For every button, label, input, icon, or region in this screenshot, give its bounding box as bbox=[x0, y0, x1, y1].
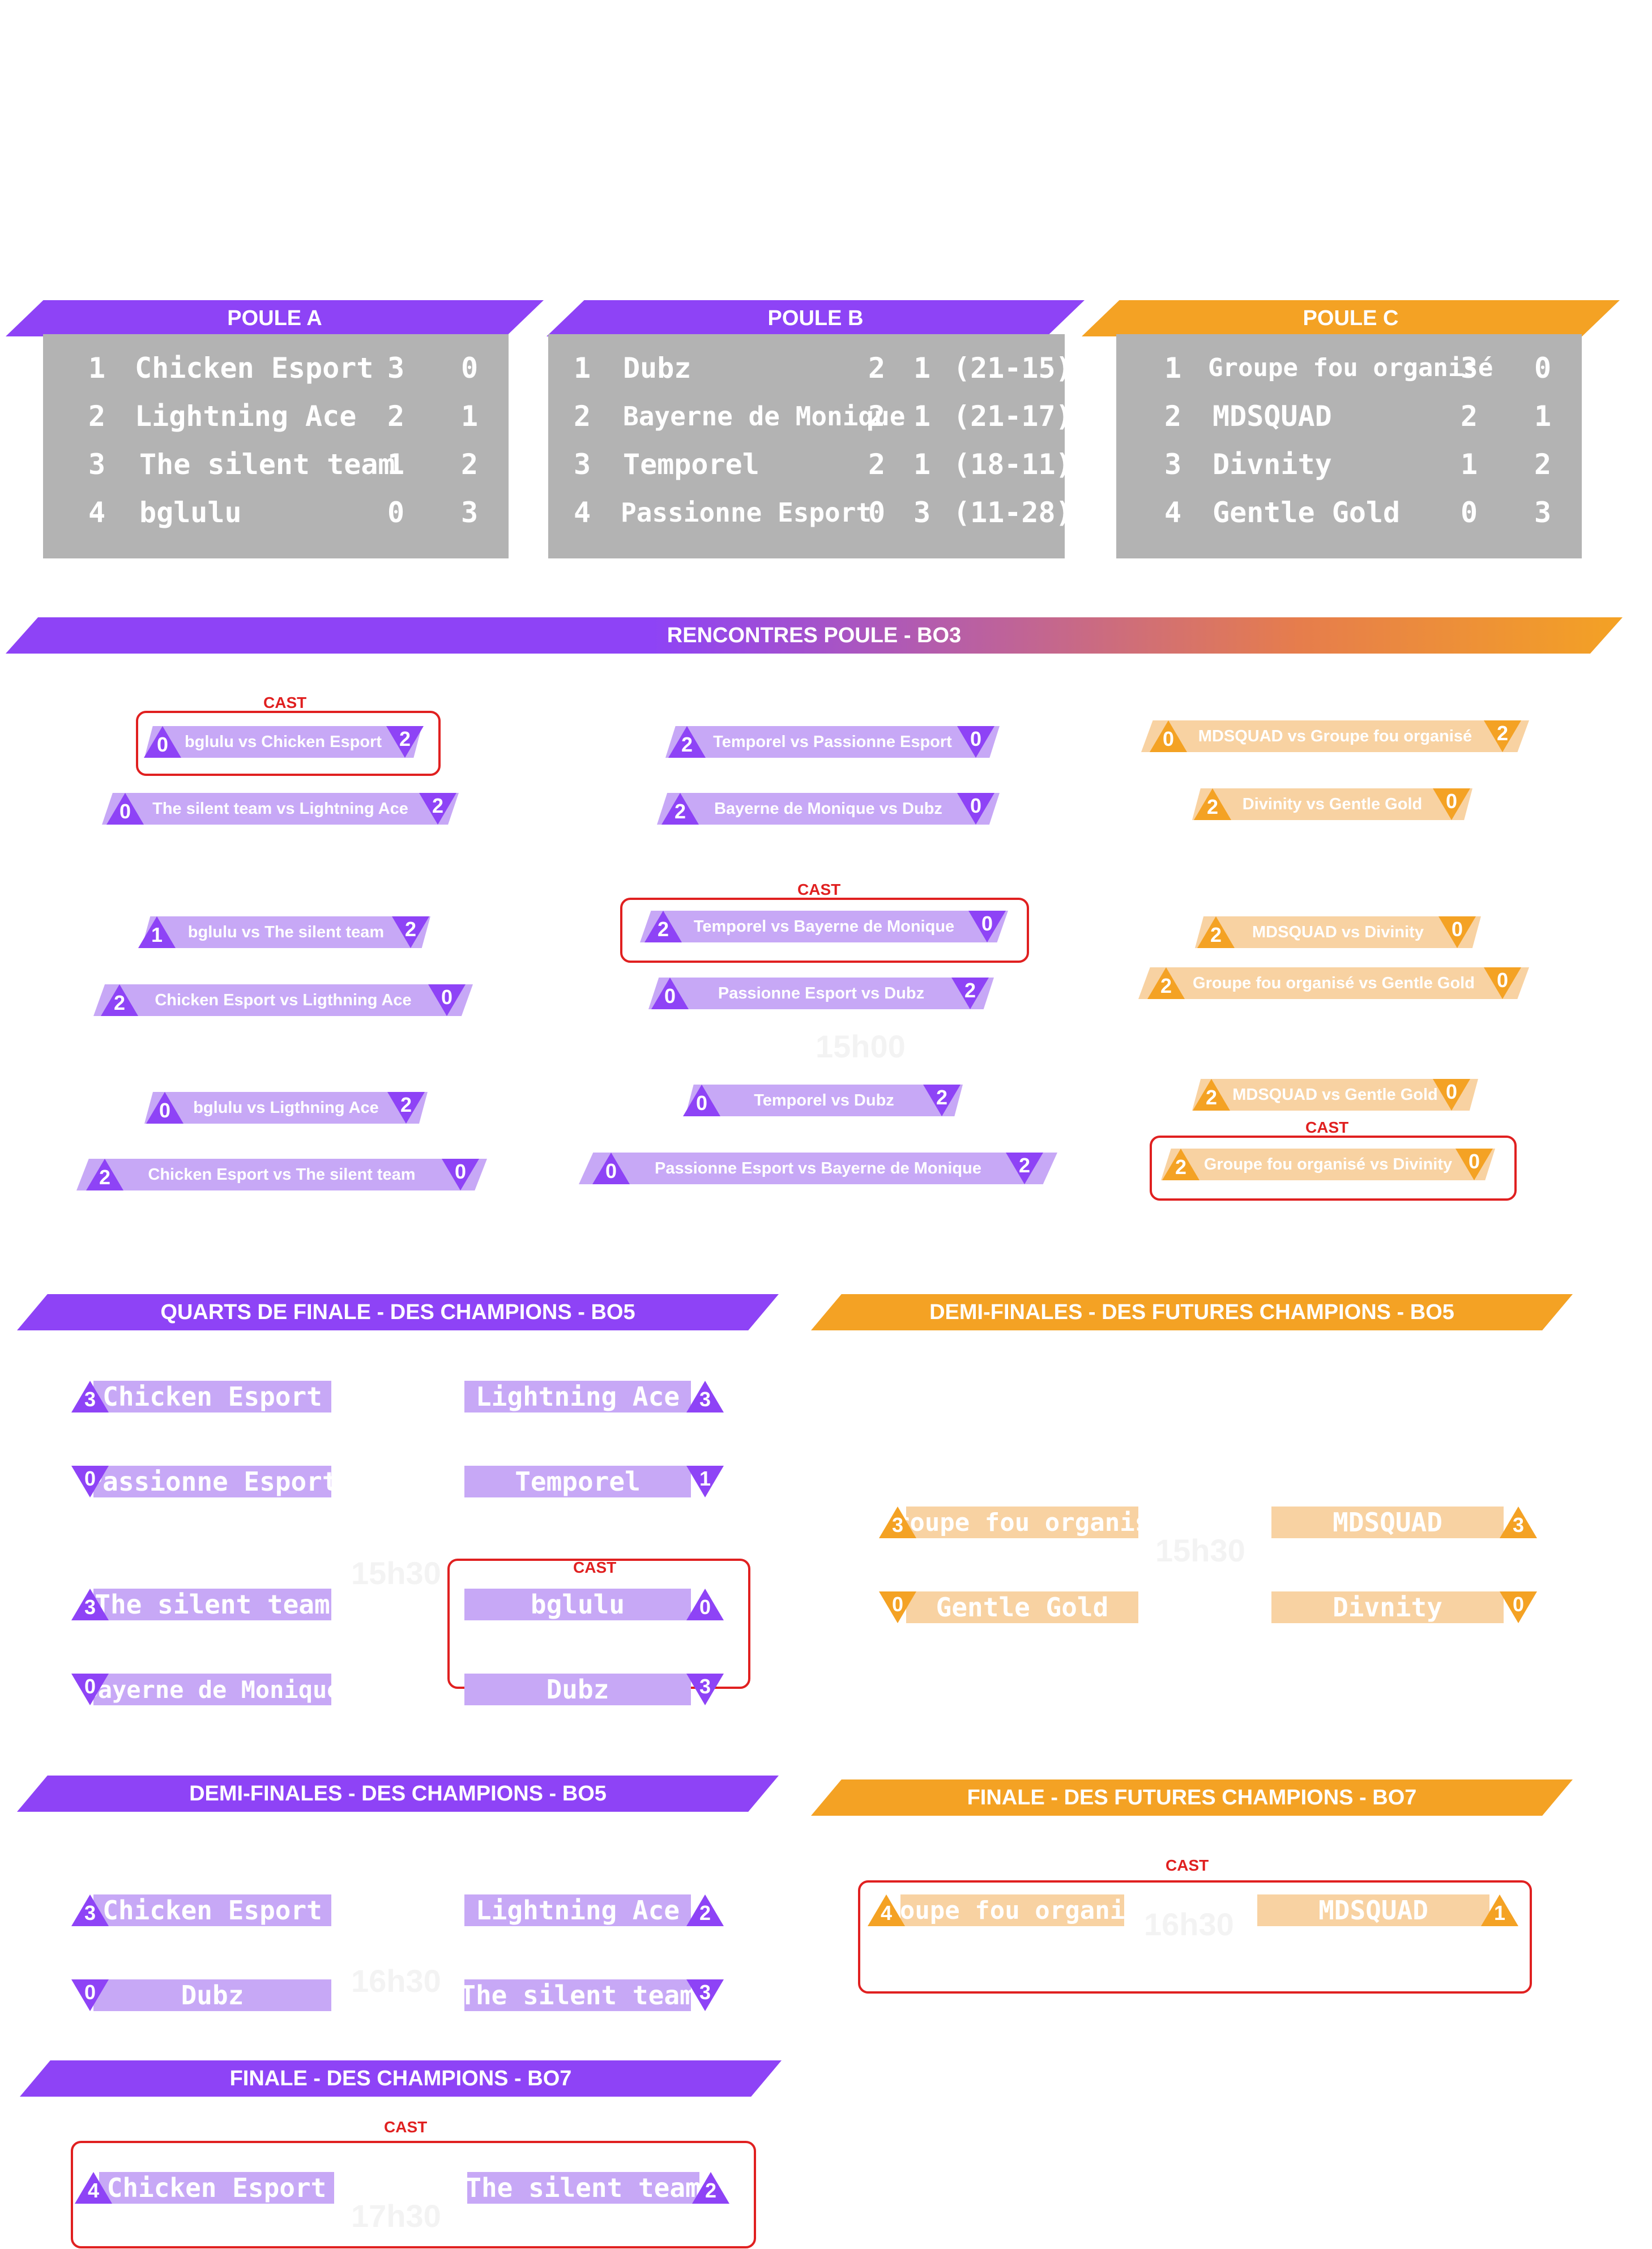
cast-label: CAST bbox=[797, 881, 841, 898]
match-bar[interactable]: Temporel vs Bayerne de Monique bbox=[640, 911, 1008, 942]
semis-champ-time: 16h30 bbox=[351, 1963, 441, 1999]
cast-label: CAST bbox=[263, 694, 307, 711]
team-bar[interactable]: Chicken Esport bbox=[93, 1381, 331, 1412]
score-triangle: 1 bbox=[686, 1466, 724, 1497]
match-bar[interactable]: Groupe fou organisé vs Gentle Gold bbox=[1138, 967, 1529, 999]
final-future-banner: FINALE - DES FUTURES CHAMPIONS - BO7 bbox=[811, 1779, 1573, 1816]
match-bar[interactable]: Groupe fou organisé vs Divinity bbox=[1161, 1149, 1495, 1180]
score-triangle: 0 bbox=[1500, 1591, 1537, 1623]
cast-highlight bbox=[136, 711, 441, 776]
team-bar[interactable]: The silent team bbox=[93, 1589, 331, 1620]
match-bar[interactable]: The silent team vs Lightning Ace bbox=[102, 793, 459, 825]
team-bar[interactable]: Chicken Esport bbox=[99, 2172, 334, 2204]
team-bar[interactable]: MDSQUAD bbox=[1257, 1894, 1489, 1926]
final-champ-banner: FINALE - DES CHAMPIONS - BO7 bbox=[20, 2060, 782, 2097]
team-bar[interactable]: Gentle Gold bbox=[906, 1591, 1138, 1623]
cast-highlight bbox=[620, 898, 1029, 963]
pool-a-banner: POULE A bbox=[6, 300, 544, 336]
match-bar[interactable]: Divinity vs Gentle Gold bbox=[1192, 788, 1472, 820]
team-bar[interactable]: MDSQUAD bbox=[1271, 1507, 1504, 1538]
team-bar[interactable]: Dubz bbox=[93, 1979, 331, 2011]
match-bar[interactable]: Chicken Esport vs Ligthning Ace bbox=[93, 984, 473, 1016]
quarters-banner: QUARTS DE FINALE - DES CHAMPIONS - BO5 bbox=[17, 1294, 779, 1330]
match-bar[interactable]: bglulu vs Chicken Esport bbox=[144, 726, 422, 758]
match-bar[interactable]: MDSQUAD vs Gentle Gold bbox=[1192, 1079, 1478, 1111]
cast-highlight bbox=[71, 2141, 756, 2248]
cast-label: CAST bbox=[1305, 1119, 1349, 1136]
team-bar[interactable]: The silent team bbox=[464, 1979, 691, 2011]
final-champ-time: 17h30 bbox=[351, 2198, 441, 2234]
score-triangle: 2 bbox=[686, 1894, 724, 1926]
match-bar[interactable]: bglulu vs Ligthning Ace bbox=[144, 1092, 428, 1124]
semis-future-banner: DEMI-FINALES - DES FUTURES CHAMPIONS - B… bbox=[811, 1294, 1573, 1330]
match-bar[interactable]: bglulu vs The silent team bbox=[142, 916, 430, 948]
team-bar[interactable]: Groupe fou organisé bbox=[906, 1507, 1138, 1538]
team-bar[interactable]: The silent team bbox=[467, 2172, 699, 2204]
score-triangle: 3 bbox=[1500, 1507, 1537, 1538]
team-bar[interactable]: Lightning Ace bbox=[464, 1381, 691, 1412]
cast-label: CAST bbox=[573, 1559, 617, 1576]
team-bar[interactable]: Chicken Esport bbox=[93, 1894, 331, 1926]
cast-highlight bbox=[447, 1559, 750, 1689]
score-triangle: 3 bbox=[686, 1381, 724, 1412]
team-bar[interactable]: Bayerne de Monique bbox=[93, 1674, 331, 1705]
team-bar[interactable]: Groupe fou organisé bbox=[900, 1894, 1124, 1926]
match-bar[interactable]: Passionne Esport vs Dubz bbox=[648, 978, 994, 1009]
round-robin-time: 15h00 bbox=[816, 1029, 906, 1064]
pool-b-banner: POULE B bbox=[547, 300, 1085, 336]
match-bar[interactable]: MDSQUAD vs Divinity bbox=[1195, 916, 1481, 948]
team-bar[interactable]: Divnity bbox=[1271, 1591, 1504, 1623]
match-bar[interactable]: Chicken Esport vs The silent team bbox=[76, 1159, 487, 1190]
team-bar[interactable]: Temporel bbox=[464, 1466, 691, 1497]
team-bar[interactable]: Passionne Esport bbox=[93, 1466, 331, 1497]
match-bar[interactable]: Temporel vs Dubz bbox=[685, 1085, 963, 1116]
score-triangle: 3 bbox=[686, 1979, 724, 2011]
match-bar[interactable]: Passionne Esport vs Bayerne de Monique bbox=[579, 1153, 1057, 1184]
team-bar[interactable]: Dubz bbox=[464, 1674, 691, 1705]
cast-label: CAST bbox=[384, 2118, 428, 2136]
semis-future-time: 15h30 bbox=[1155, 1533, 1245, 1568]
cast-highlight bbox=[858, 1880, 1532, 1994]
match-bar[interactable]: Bayerne de Monique vs Dubz bbox=[657, 793, 1000, 825]
semis-champ-banner: DEMI-FINALES - DES CHAMPIONS - BO5 bbox=[17, 1776, 779, 1812]
quarters-time: 15h30 bbox=[351, 1555, 441, 1591]
pool-c-banner: POULE C bbox=[1082, 300, 1620, 336]
match-bar[interactable]: MDSQUAD vs Groupe fou organisé bbox=[1141, 720, 1529, 752]
match-bar[interactable]: Temporel vs Passionne Esport bbox=[665, 726, 1000, 758]
team-bar[interactable]: bglulu bbox=[464, 1589, 691, 1620]
cast-highlight bbox=[1150, 1136, 1517, 1201]
final-future-time: 16h30 bbox=[1144, 1906, 1234, 1942]
cast-label: CAST bbox=[1166, 1857, 1209, 1874]
team-bar[interactable]: Lightning Ace bbox=[464, 1894, 691, 1926]
round-robin-banner: RENCONTRES POULE - BO3 bbox=[6, 617, 1623, 654]
score-triangle: 3 bbox=[686, 1674, 724, 1705]
